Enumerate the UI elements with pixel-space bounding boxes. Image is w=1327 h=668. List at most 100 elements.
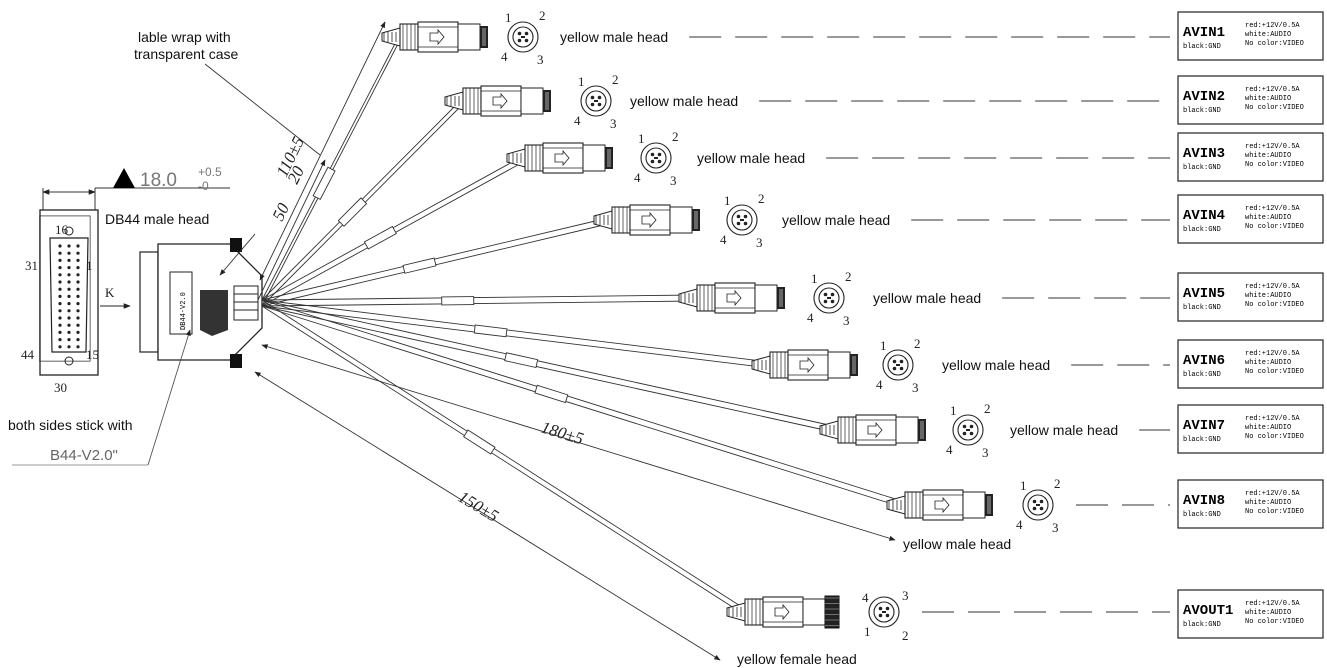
pin-number: 1 xyxy=(638,131,645,146)
wire xyxy=(261,154,526,301)
wire xyxy=(261,299,906,503)
legend-white: white:AUDIO xyxy=(1245,214,1291,222)
dim-180: 180±5 xyxy=(539,418,586,449)
legend-black: black:GND xyxy=(1183,511,1221,519)
cable-id: AVIN6 xyxy=(1183,353,1225,369)
aviation-connector xyxy=(506,142,613,174)
pin-number: 2 xyxy=(612,72,619,87)
pin-number: 4 xyxy=(807,310,814,325)
legend-white: white:AUDIO xyxy=(1245,609,1291,617)
legend-black: black:GND xyxy=(1183,164,1221,172)
stick-note-line2: B44-V2.0" xyxy=(50,447,118,464)
head-label: yellow male head xyxy=(782,212,890,228)
aviation-connector xyxy=(381,21,488,53)
label-sleeve xyxy=(504,352,539,369)
wire xyxy=(261,222,613,307)
pin-face-icon xyxy=(1022,489,1054,521)
pin-number: 3 xyxy=(912,380,919,395)
legend-nocolor: No color:VIDEO xyxy=(1245,301,1304,309)
pin-number: 2 xyxy=(539,8,546,23)
legend-nocolor: No color:VIDEO xyxy=(1245,40,1304,48)
aviation-connector xyxy=(751,349,858,381)
dim-50: 50 xyxy=(269,200,294,224)
pin-face-icon xyxy=(507,21,539,53)
pin-number: 3 xyxy=(1052,520,1059,535)
pin-label-15: 15 xyxy=(86,347,99,362)
head-label: yellow male head xyxy=(1010,422,1118,438)
pin-number: 3 xyxy=(537,52,544,67)
dim-line-110 xyxy=(259,21,386,281)
pin-number: 2 xyxy=(845,269,852,284)
legend-red: red:+12V/0.5A xyxy=(1245,490,1300,498)
aviation-connector xyxy=(886,489,993,521)
pin-number: 1 xyxy=(864,624,871,639)
triangle-mark-icon xyxy=(113,168,135,188)
head-label: yellow male head xyxy=(697,150,805,166)
legend-red: red:+12V/0.5A xyxy=(1245,600,1300,608)
label-sleeve xyxy=(312,166,336,200)
pin-number: 4 xyxy=(720,232,727,247)
aviation-connector xyxy=(819,414,926,446)
arrow-mark-icon xyxy=(934,496,950,514)
pin-face-icon xyxy=(868,596,900,628)
arrow-mark-icon xyxy=(867,421,883,439)
pin-number: 4 xyxy=(1016,517,1023,532)
pin-number: 1 xyxy=(950,403,957,418)
wire xyxy=(261,33,401,301)
legend-white: white:AUDIO xyxy=(1245,359,1291,367)
legend-nocolor: No color:VIDEO xyxy=(1245,161,1304,169)
legend-black: black:GND xyxy=(1183,436,1221,444)
legend-red: red:+12V/0.5A xyxy=(1245,22,1300,30)
head-label: yellow female head xyxy=(737,651,857,667)
wire xyxy=(261,299,771,363)
cable-id: AVIN1 xyxy=(1183,25,1225,41)
pin-number: 1 xyxy=(505,10,512,25)
arrow-mark-icon xyxy=(554,149,570,167)
pin-number: 4 xyxy=(634,170,641,185)
wire xyxy=(261,294,698,301)
label-sleeve xyxy=(534,384,569,404)
cable-id: AVIN3 xyxy=(1183,146,1225,162)
legend-nocolor: No color:VIDEO xyxy=(1245,508,1304,516)
arrow-mark-icon xyxy=(429,28,445,46)
legend-nocolor: No color:VIDEO xyxy=(1245,433,1304,441)
pin-number: 4 xyxy=(946,442,953,457)
pin-number: 1 xyxy=(811,271,818,286)
pin-face-icon xyxy=(813,282,845,314)
legend-nocolor: No color:VIDEO xyxy=(1245,368,1304,376)
pin-face-icon xyxy=(580,85,612,117)
dim-150: 150±5 xyxy=(455,487,502,526)
pin-number: 1 xyxy=(1020,478,1027,493)
pin-number: 2 xyxy=(902,628,909,643)
pin-number: 4 xyxy=(574,113,581,128)
aviation-connector xyxy=(444,85,551,117)
wire xyxy=(261,305,746,616)
pin-face-icon xyxy=(952,414,984,446)
label-sleeve xyxy=(463,429,496,455)
legend-white: white:AUDIO xyxy=(1245,152,1291,160)
wire xyxy=(261,216,613,301)
label-sleeve xyxy=(473,324,508,338)
head-label: yellow male head xyxy=(942,357,1050,373)
legend-white: white:AUDIO xyxy=(1245,292,1291,300)
pin-number: 3 xyxy=(843,313,850,328)
legend-red: red:+12V/0.5A xyxy=(1245,415,1300,423)
pin-face-icon xyxy=(882,349,914,381)
arrow-mark-icon xyxy=(726,289,742,307)
wire xyxy=(261,305,839,434)
legend-red: red:+12V/0.5A xyxy=(1245,205,1300,213)
cable-id: AVIN4 xyxy=(1183,208,1225,224)
cable-id: AVIN5 xyxy=(1183,286,1225,302)
